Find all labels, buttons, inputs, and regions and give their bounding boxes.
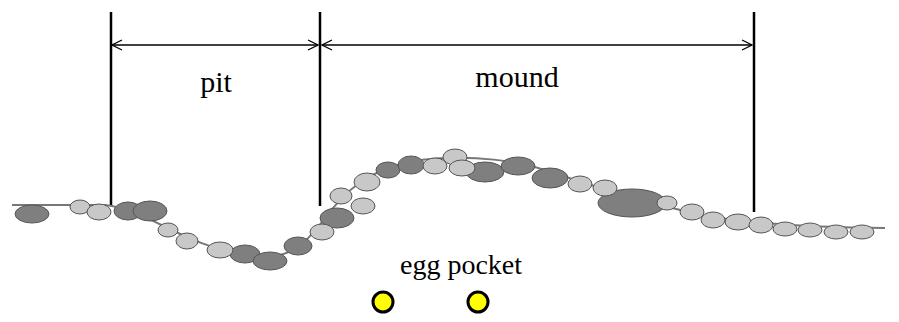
region-label: pit (200, 67, 232, 97)
region-label: mound (475, 62, 558, 92)
egg-pocket-label: egg pocket (400, 251, 522, 279)
